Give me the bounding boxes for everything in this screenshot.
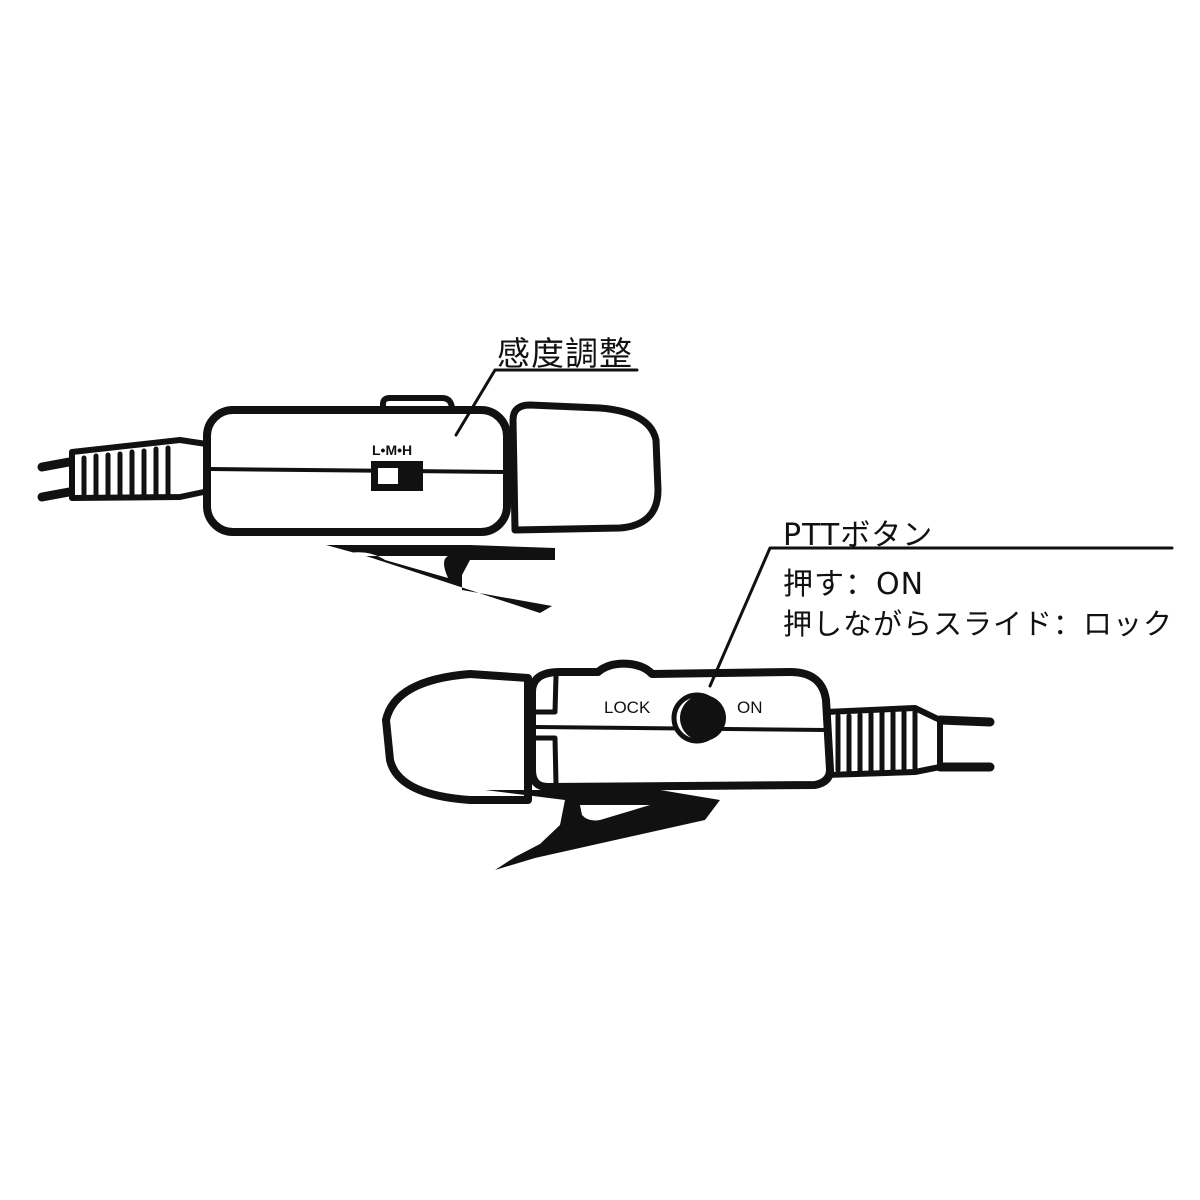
sensitivity-switch-slider	[378, 468, 398, 484]
strain-relief-ribs	[835, 709, 918, 774]
bottom-microphone	[382, 546, 1174, 870]
mic-head	[509, 401, 662, 534]
sensitivity-switch-label: L•M•H	[372, 442, 413, 458]
ptt-callout-slide-lock: 押しながらスライド：ロック	[783, 607, 1174, 641]
on-label: ON	[737, 698, 763, 717]
ptt-button	[680, 695, 726, 741]
cable-wire-top	[935, 715, 995, 727]
sensitivity-leader-line	[454, 368, 639, 437]
ptt-leader-line	[708, 546, 1174, 688]
clip	[485, 790, 720, 870]
seam-line	[208, 467, 505, 474]
clip	[326, 545, 555, 613]
mic-head	[382, 670, 532, 804]
lock-label: LOCK	[604, 698, 651, 717]
strain-relief-ribs	[81, 445, 171, 499]
ptt-callout-press: 押す：ON	[783, 567, 925, 602]
sensitivity-callout-title: 感度調整	[497, 334, 633, 373]
ptt-callout-title: PTTボタン	[783, 518, 934, 553]
top-microphone	[37, 368, 662, 613]
